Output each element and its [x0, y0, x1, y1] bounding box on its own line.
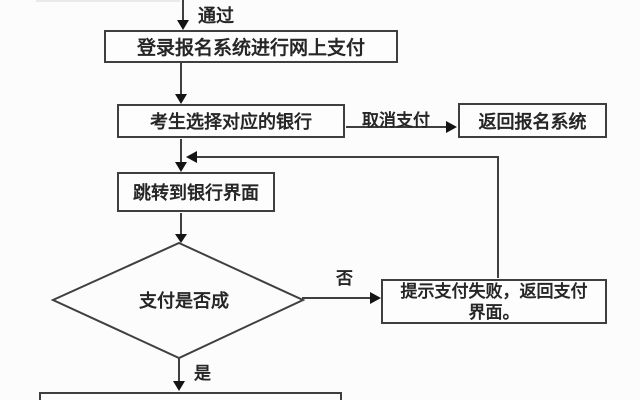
edge-label-yes: 是	[194, 364, 211, 383]
edge-label-cancel-payment: 取消支付	[362, 111, 430, 130]
arrow-to-select-bank	[175, 63, 187, 104]
payment-failed-text-line2: 界面。	[468, 302, 520, 322]
arrow-failed-feedback	[186, 151, 499, 278]
node-select-bank: 考生选择对应的银行	[117, 104, 345, 138]
arrow-decision-no	[302, 292, 381, 304]
edge-label-pass: 通过	[198, 6, 234, 26]
arrow-cancel-payment	[346, 121, 457, 133]
arrow-pass-down	[177, 0, 189, 30]
payment-failed-text-line1: 提示支付失败，返回支付	[400, 281, 588, 301]
node-return-registration: 返回报名系统	[458, 103, 607, 138]
node-login-payment: 登录报名系统进行网上支付	[104, 30, 398, 63]
decision-payment-success-label: 支付是否成	[139, 291, 229, 311]
node-payment-failed: 提示支付失败，返回支付 界面。	[381, 279, 607, 324]
node-bank-interface: 跳转到银行界面	[117, 172, 275, 212]
arrow-decision-yes	[173, 358, 185, 391]
arrow-to-decision	[175, 213, 187, 243]
arrow-to-bank-interface	[175, 139, 187, 172]
edge-label-no: 否	[336, 269, 353, 288]
node-bottom-cutoff	[39, 392, 342, 400]
